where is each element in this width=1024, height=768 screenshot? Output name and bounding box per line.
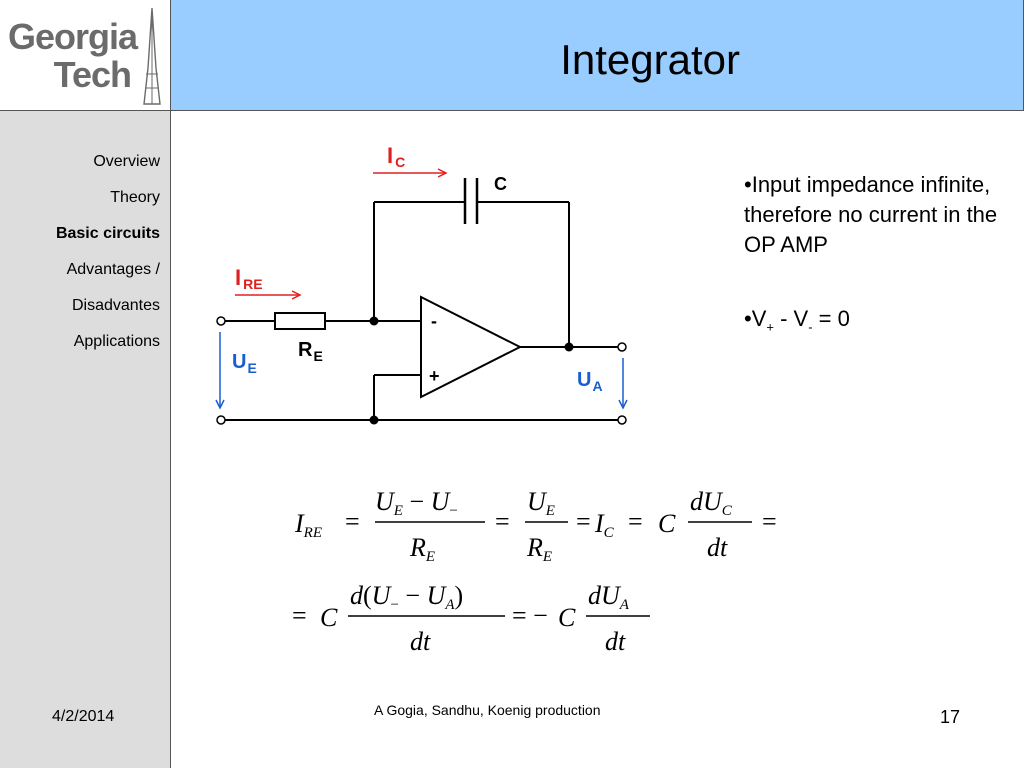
nav-item-advantages[interactable]: Advantages / xyxy=(66,261,160,278)
svg-text:=: = xyxy=(495,507,510,536)
svg-text:C: C xyxy=(320,603,338,632)
svg-text:dUA: dUA xyxy=(588,581,630,613)
resistor-re xyxy=(274,312,326,330)
op-amp-plus: + xyxy=(429,366,440,386)
equation-line-2: = C d(U− − UA) dt = − C dUA dt xyxy=(292,581,650,656)
slide-title: Integrator xyxy=(560,36,740,83)
title-bar: Integrator xyxy=(171,0,1024,111)
logo-box: Georgia Tech xyxy=(0,0,171,111)
svg-text:=: = xyxy=(345,507,360,536)
nav-item-theory[interactable]: Theory xyxy=(110,189,160,206)
sidebar: Overview Theory Basic circuits Advantage… xyxy=(0,111,171,768)
label-ua: UA xyxy=(577,369,603,394)
label-capacitor: C xyxy=(494,174,507,194)
svg-text:RE: RE xyxy=(526,533,552,565)
label-re: RE xyxy=(298,339,323,364)
slide-date: 4/2/2014 xyxy=(52,708,115,725)
footer-credit: A Gogia, Sandhu, Koenig production xyxy=(374,702,601,718)
label-ue: UE xyxy=(232,351,257,376)
op-amp-minus: - xyxy=(431,311,437,331)
svg-text:dt: dt xyxy=(707,533,728,562)
nav-item-applications[interactable]: Applications xyxy=(73,333,160,350)
current-arrows xyxy=(235,168,448,300)
svg-text:dt: dt xyxy=(605,627,626,656)
nav-item-basic-circuits[interactable]: Basic circuits xyxy=(55,225,160,242)
svg-text:=: = xyxy=(576,507,591,536)
svg-text:d(U− − UA): d(U− − UA) xyxy=(350,581,463,613)
nav-item-disadvantages[interactable]: Disadvantes xyxy=(71,297,160,314)
svg-text:C: C xyxy=(658,509,676,538)
capacitor-c xyxy=(463,178,479,224)
page-number: 17 xyxy=(940,707,961,727)
svg-text:IC: IC xyxy=(594,509,615,541)
svg-text:= −: = − xyxy=(512,601,548,630)
voltage-arrows xyxy=(215,332,628,410)
svg-text:dt: dt xyxy=(410,627,431,656)
junction-dots xyxy=(369,316,574,425)
svg-text:=: = xyxy=(628,507,643,536)
sidebar-nav: Overview Theory Basic circuits Advantage… xyxy=(56,144,160,360)
svg-text:C: C xyxy=(558,603,576,632)
terminals xyxy=(216,316,627,425)
svg-text:=: = xyxy=(292,601,307,630)
nav-item-overview[interactable]: Overview xyxy=(93,153,160,170)
op-amp-symbol xyxy=(420,295,523,399)
svg-text:=: = xyxy=(762,507,777,536)
spire-icon xyxy=(143,8,161,105)
svg-text:dUC: dUC xyxy=(690,487,733,519)
bullet-1: •Input impedance infinite, therefore no … xyxy=(744,172,998,257)
georgia-tech-logo: Georgia Tech xyxy=(8,18,143,94)
logo-line-1: Georgia xyxy=(8,16,138,57)
svg-text:UE − U−: UE − U− xyxy=(375,487,458,519)
bullet-list: •Input impedance infinite, therefore no … xyxy=(744,170,1004,342)
equation-line-1: IRE = UE − U− RE = UE RE = IC = C dUC dt… xyxy=(294,487,777,565)
logo-line-2: Tech xyxy=(53,54,132,95)
bullet-2: •V+ - V- = 0 xyxy=(744,306,850,335)
svg-text:IRE: IRE xyxy=(294,509,322,541)
svg-text:UE: UE xyxy=(527,487,555,519)
svg-text:RE: RE xyxy=(409,533,435,565)
